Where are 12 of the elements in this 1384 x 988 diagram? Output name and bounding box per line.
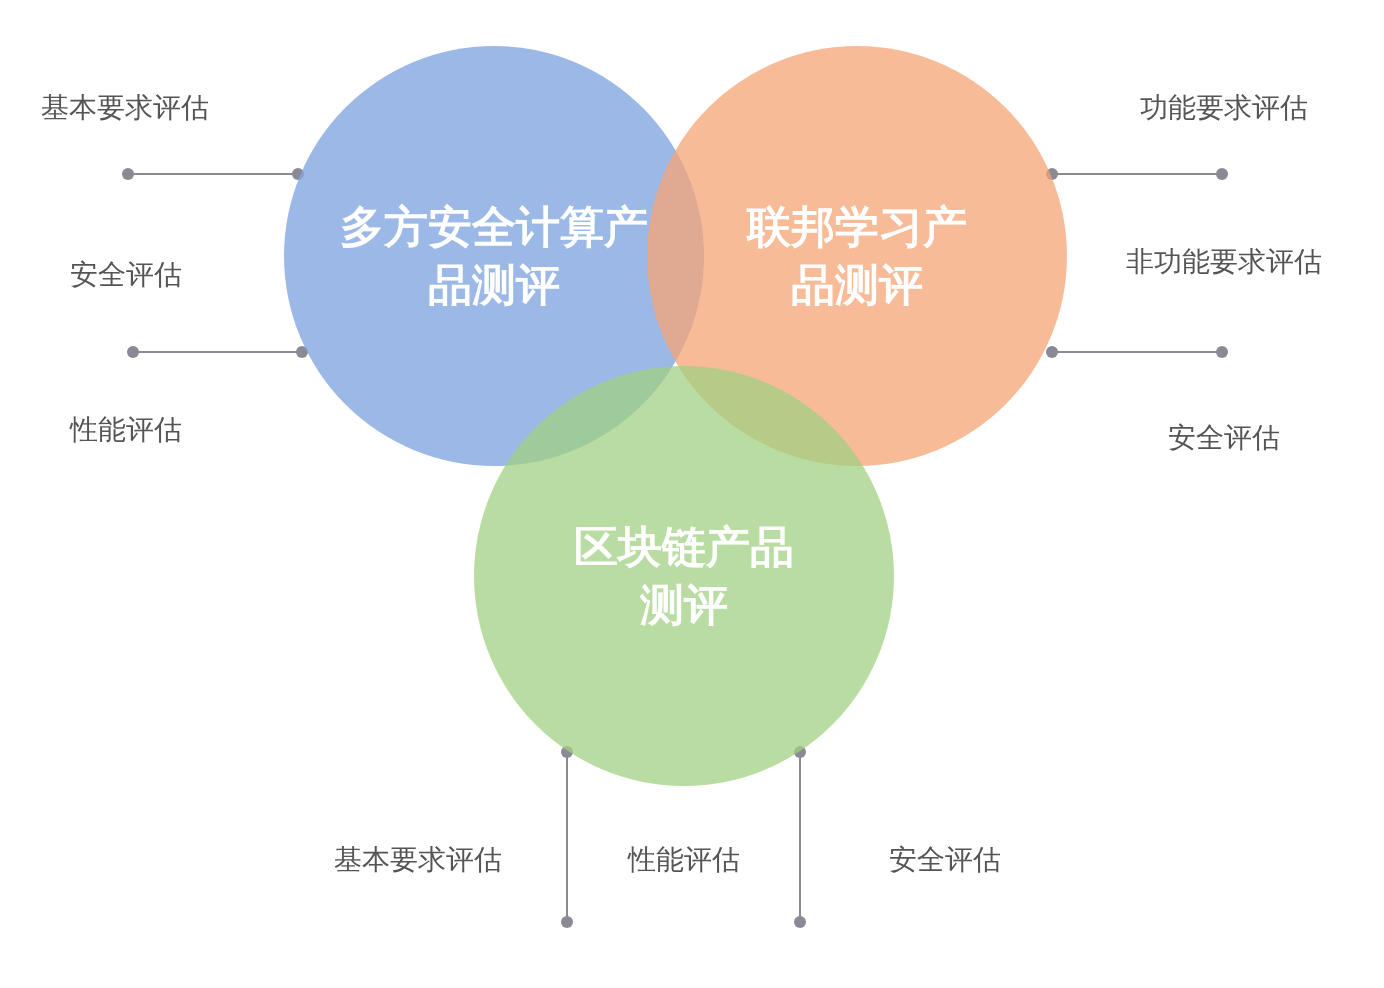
circle-title: 多方安全计算产品测评: [339, 200, 649, 312]
evaluation-label: 性能评估: [628, 842, 740, 878]
evaluation-label: 性能评估: [70, 412, 182, 448]
circle-title: 联邦学习产品测评: [747, 200, 967, 312]
evaluation-label: 基本要求评估: [334, 842, 502, 878]
circle-title: 区块链产品测评: [573, 520, 795, 632]
evaluation-label: 安全评估: [70, 257, 182, 293]
evaluation-label: 非功能要求评估: [1126, 244, 1322, 280]
evaluation-label: 安全评估: [1168, 420, 1280, 456]
evaluation-label: 功能要求评估: [1140, 90, 1308, 126]
evaluation-label: 基本要求评估: [41, 90, 209, 126]
evaluation-label: 安全评估: [889, 842, 1001, 878]
